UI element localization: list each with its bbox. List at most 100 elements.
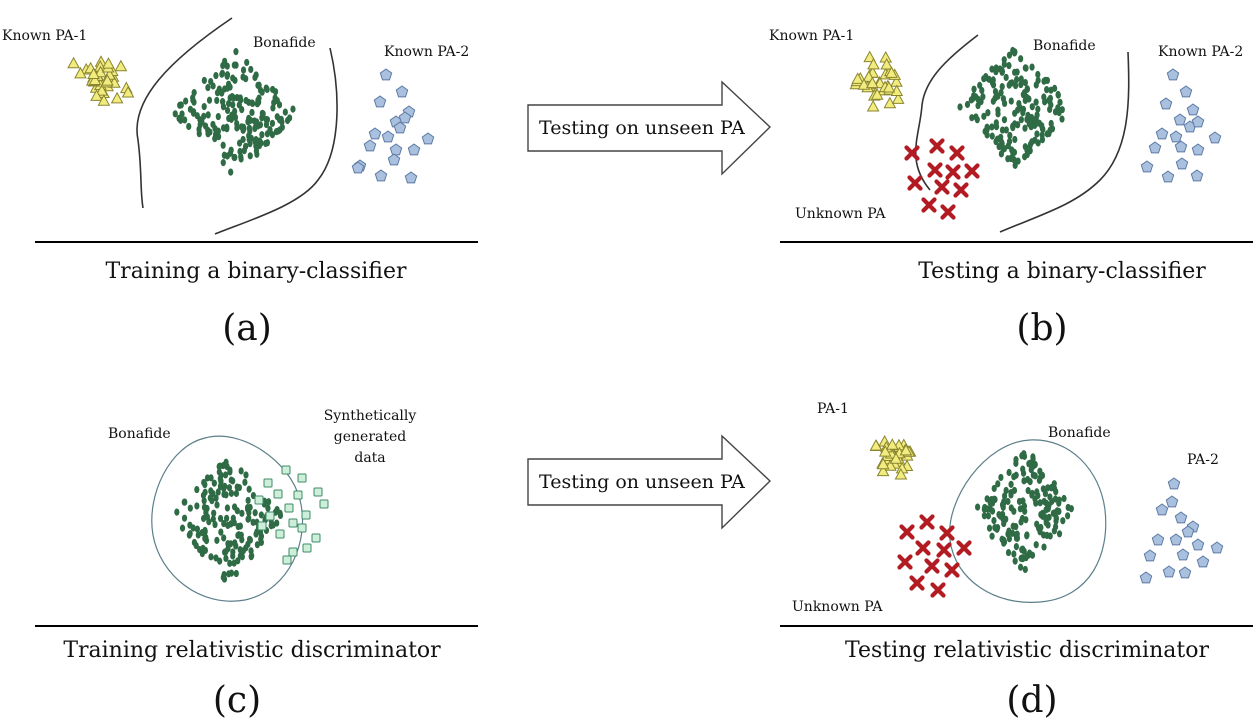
caption-b: Testing a binary-classifier: [918, 259, 1206, 284]
dot-marker-icon: [233, 489, 240, 498]
dot-marker-icon: [1001, 492, 1008, 500]
dot-marker-icon: [228, 489, 235, 497]
dot-marker-icon: [252, 509, 258, 517]
dot-marker-icon: [187, 504, 193, 512]
label-pa1: PA-1: [817, 401, 849, 417]
dot-marker-icon: [1018, 55, 1024, 63]
dot-marker-icon: [973, 113, 979, 121]
dot-marker-icon: [993, 64, 999, 72]
pa1-cluster: [869, 434, 917, 480]
triangle-marker-icon: [899, 443, 913, 456]
dot-marker-icon: [224, 106, 231, 114]
dot-marker-icon: [196, 125, 202, 133]
dot-marker-icon: [247, 503, 253, 511]
dot-marker-icon: [1022, 78, 1028, 87]
triangle-marker-icon: [889, 452, 903, 464]
dot-marker-icon: [244, 58, 250, 67]
dot-marker-icon: [995, 110, 1001, 118]
pentagon-marker-icon: [1166, 68, 1180, 81]
dot-marker-icon: [278, 115, 284, 123]
dot-marker-icon: [253, 122, 259, 130]
dot-marker-icon: [1040, 125, 1046, 134]
dot-marker-icon: [238, 467, 244, 475]
dot-marker-icon: [258, 139, 264, 147]
dot-marker-icon: [238, 153, 244, 161]
dot-marker-icon: [221, 490, 227, 498]
cross-marker-icon: [915, 540, 931, 556]
pentagon-marker-icon: [1208, 131, 1222, 144]
dot-marker-icon: [230, 477, 236, 485]
label-unknown-pa: Unknown PA: [795, 206, 886, 222]
dot-marker-icon: [1037, 474, 1043, 482]
triangle-marker-icon: [95, 84, 109, 96]
dot-marker-icon: [1013, 543, 1019, 551]
dot-marker-icon: [213, 554, 219, 562]
dot-marker-icon: [1047, 126, 1053, 134]
pentagon-marker-icon: [1151, 533, 1165, 546]
bonafide-cluster: [172, 48, 296, 176]
dot-marker-icon: [1059, 106, 1065, 114]
dot-marker-icon: [254, 541, 260, 549]
dot-marker-icon: [1017, 104, 1023, 112]
dot-marker-icon: [216, 86, 222, 95]
pentagon-marker-icon: [1169, 130, 1183, 143]
dot-marker-icon: [1034, 111, 1040, 119]
dot-marker-icon: [201, 497, 207, 505]
dot-marker-icon: [987, 499, 993, 507]
dot-marker-icon: [1034, 520, 1040, 528]
dot-marker-icon: [1006, 468, 1012, 477]
square-marker-icon: [257, 521, 267, 531]
pentagon-marker-icon: [1186, 103, 1200, 116]
dot-marker-icon: [269, 131, 276, 139]
dot-marker-icon: [227, 559, 233, 567]
dot-marker-icon: [272, 88, 279, 96]
panel-letter-a: (a): [222, 308, 272, 349]
pentagon-marker-icon: [398, 111, 412, 124]
dot-marker-icon: [1052, 523, 1059, 531]
dot-marker-icon: [1061, 494, 1067, 503]
dot-marker-icon: [1055, 91, 1061, 99]
dot-marker-icon: [220, 159, 226, 167]
dot-marker-icon: [264, 139, 271, 147]
dot-marker-icon: [259, 88, 265, 96]
dot-marker-icon: [269, 119, 276, 127]
bonafide-region: [949, 439, 1107, 603]
dot-marker-icon: [222, 482, 228, 490]
dot-marker-icon: [260, 110, 266, 118]
dot-marker-icon: [1015, 121, 1021, 129]
dot-marker-icon: [256, 81, 262, 89]
cross-marker-icon: [897, 554, 913, 570]
dot-marker-icon: [234, 119, 240, 128]
dot-marker-icon: [1012, 161, 1018, 169]
pentagon-marker-icon: [421, 132, 435, 145]
dot-marker-icon: [225, 521, 231, 529]
dot-marker-icon: [240, 73, 246, 81]
dot-marker-icon: [243, 96, 249, 105]
dot-marker-icon: [220, 61, 226, 70]
triangle-marker-icon: [87, 67, 100, 80]
dot-marker-icon: [1001, 99, 1008, 108]
dot-marker-icon: [183, 97, 189, 105]
dot-marker-icon: [202, 480, 208, 489]
dot-marker-icon: [199, 529, 205, 537]
cross-marker-icon: [909, 575, 925, 591]
dot-marker-icon: [194, 485, 200, 494]
dot-marker-icon: [214, 96, 220, 105]
dot-marker-icon: [187, 530, 193, 538]
triangle-marker-icon: [870, 88, 884, 100]
dot-marker-icon: [1003, 515, 1009, 523]
dot-marker-icon: [212, 520, 218, 529]
square-marker-icon: [282, 555, 292, 565]
dot-marker-icon: [985, 109, 991, 117]
dot-marker-icon: [1044, 86, 1050, 94]
square-marker-icon: [297, 473, 307, 483]
dot-marker-icon: [250, 518, 256, 526]
dot-marker-icon: [1007, 131, 1013, 140]
dot-marker-icon: [1042, 490, 1048, 498]
dot-marker-icon: [1045, 505, 1051, 513]
dot-marker-icon: [1013, 531, 1019, 539]
dot-marker-icon: [211, 479, 217, 487]
dot-marker-icon: [1048, 484, 1055, 492]
triangle-marker-icon: [866, 76, 879, 89]
square-marker-icon: [288, 547, 298, 557]
